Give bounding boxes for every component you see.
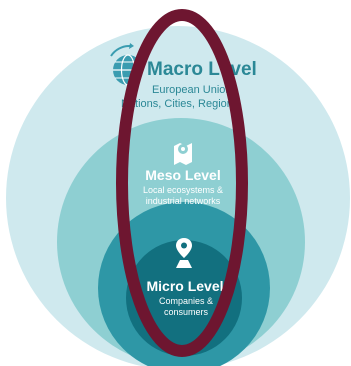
micro-line-2: consumers: [164, 307, 209, 317]
meso-line-1: Local ecosystems &: [143, 185, 223, 195]
macro-line-1: European Union: [152, 84, 232, 96]
location-pin-icon: [176, 238, 192, 268]
micro-line-1: Companies &: [159, 296, 213, 306]
map-pin-icon: [174, 143, 192, 165]
highlight-oval: [116, 9, 248, 357]
meso-line-2: industrial networks: [146, 196, 221, 206]
meso-title: Meso Level: [145, 167, 220, 183]
macro-title: Macro Level: [147, 59, 257, 80]
micro-title: Micro Level: [146, 278, 223, 294]
macro-line-2: Nations, Cities, Regions: [121, 98, 239, 110]
